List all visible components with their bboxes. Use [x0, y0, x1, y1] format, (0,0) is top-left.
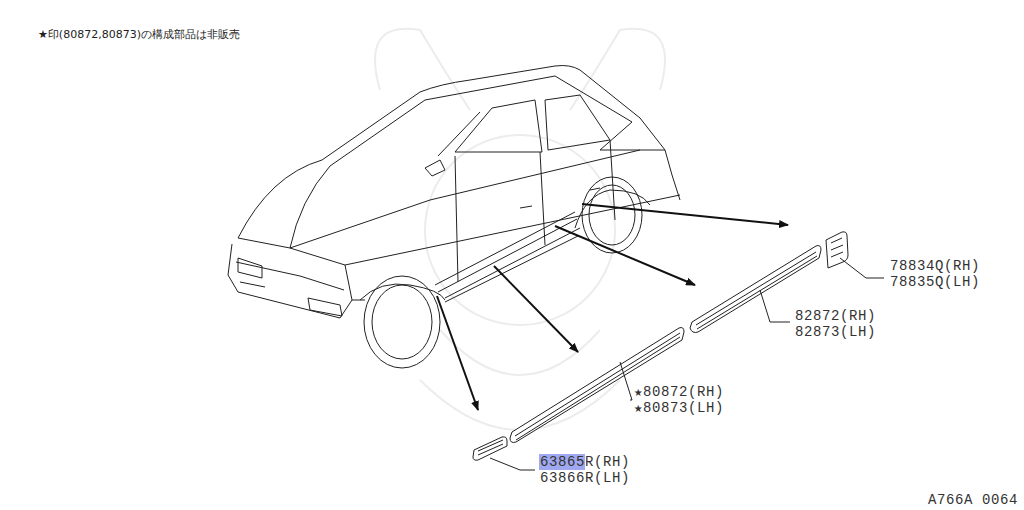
leader-lines [490, 258, 884, 470]
part-number: 78835Q(LH) [890, 274, 980, 290]
part-number: 82872(RH) [795, 308, 876, 324]
part-number: 63866R(LH) [540, 470, 630, 486]
figure-code: A766A 0064 [928, 492, 1018, 508]
note-text: ★印(80872,80873)の構成部品は非販売 [38, 27, 240, 43]
part-number: ★80872(RH) [634, 384, 724, 400]
part-number: 82873(LH) [795, 324, 876, 340]
part-number: 78834Q(RH) [890, 258, 980, 274]
part-number: ★80873(LH) [634, 400, 724, 416]
part-number: 63865R(RH) [540, 454, 630, 470]
car-body [228, 66, 680, 369]
moulding-parts [473, 232, 848, 460]
